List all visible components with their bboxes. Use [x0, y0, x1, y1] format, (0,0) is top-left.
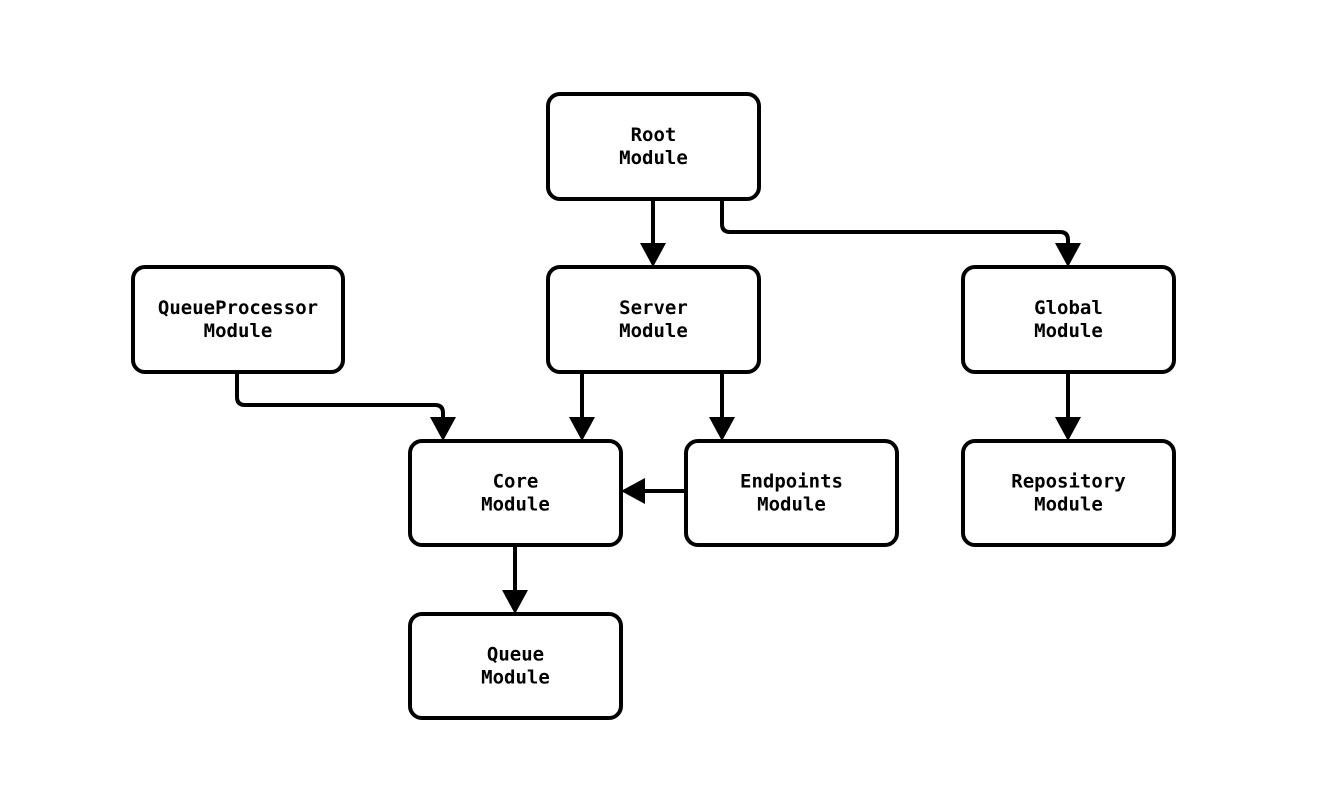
edges-layer — [235, 199, 1081, 614]
node-label-line1: QueueProcessor — [158, 297, 318, 319]
node-box[interactable] — [684, 439, 899, 547]
node-label-line2: Module — [481, 494, 550, 516]
node-box[interactable] — [961, 439, 1176, 547]
edge-arrowhead — [502, 590, 528, 614]
edge-global-to-repository — [1055, 372, 1081, 441]
edge-root-to-global — [720, 199, 1081, 267]
edge-core-to-queue — [502, 545, 528, 614]
node-box[interactable] — [131, 265, 345, 374]
node-label-line2: Module — [619, 147, 688, 169]
node-label-line1: Core — [493, 471, 539, 493]
node-box[interactable] — [546, 265, 761, 374]
edge-arrowhead — [569, 417, 595, 441]
node-label-line1: Global — [1034, 297, 1103, 319]
node-box[interactable] — [546, 92, 761, 201]
node-label-line2: Module — [619, 320, 688, 342]
node-label-line2: Module — [757, 494, 826, 516]
node-label-line2: Module — [204, 320, 273, 342]
edge-arrowhead — [1055, 417, 1081, 441]
node-label-line2: Module — [481, 667, 550, 689]
node-box[interactable] — [408, 612, 623, 720]
node-label-line1: Repository — [1011, 471, 1125, 493]
edge-arrowhead — [640, 243, 666, 267]
node-label-line1: Server — [619, 297, 688, 319]
edge-line — [720, 199, 1070, 243]
node-label-line2: Module — [1034, 494, 1103, 516]
nodes-layer: RootModuleQueueProcessorModuleServerModu… — [131, 92, 1176, 720]
edge-arrowhead — [709, 417, 735, 441]
edge-server-to-endpoints — [709, 372, 735, 441]
node-label-line1: Endpoints — [740, 471, 843, 493]
edge-arrowhead — [621, 478, 645, 504]
edge-queueprocessor-to-core — [235, 372, 456, 441]
node-label-line2: Module — [1034, 320, 1103, 342]
edge-server-to-core — [569, 372, 595, 441]
node-label-line1: Queue — [487, 644, 544, 666]
edge-line — [235, 372, 445, 417]
edge-arrowhead — [430, 417, 456, 441]
node-label-line1: Root — [631, 124, 677, 146]
node-box[interactable] — [408, 439, 623, 547]
edge-root-to-server — [640, 199, 666, 267]
node-box[interactable] — [961, 265, 1176, 374]
edge-arrowhead — [1055, 243, 1081, 267]
edge-endpoints-to-core — [621, 478, 686, 504]
